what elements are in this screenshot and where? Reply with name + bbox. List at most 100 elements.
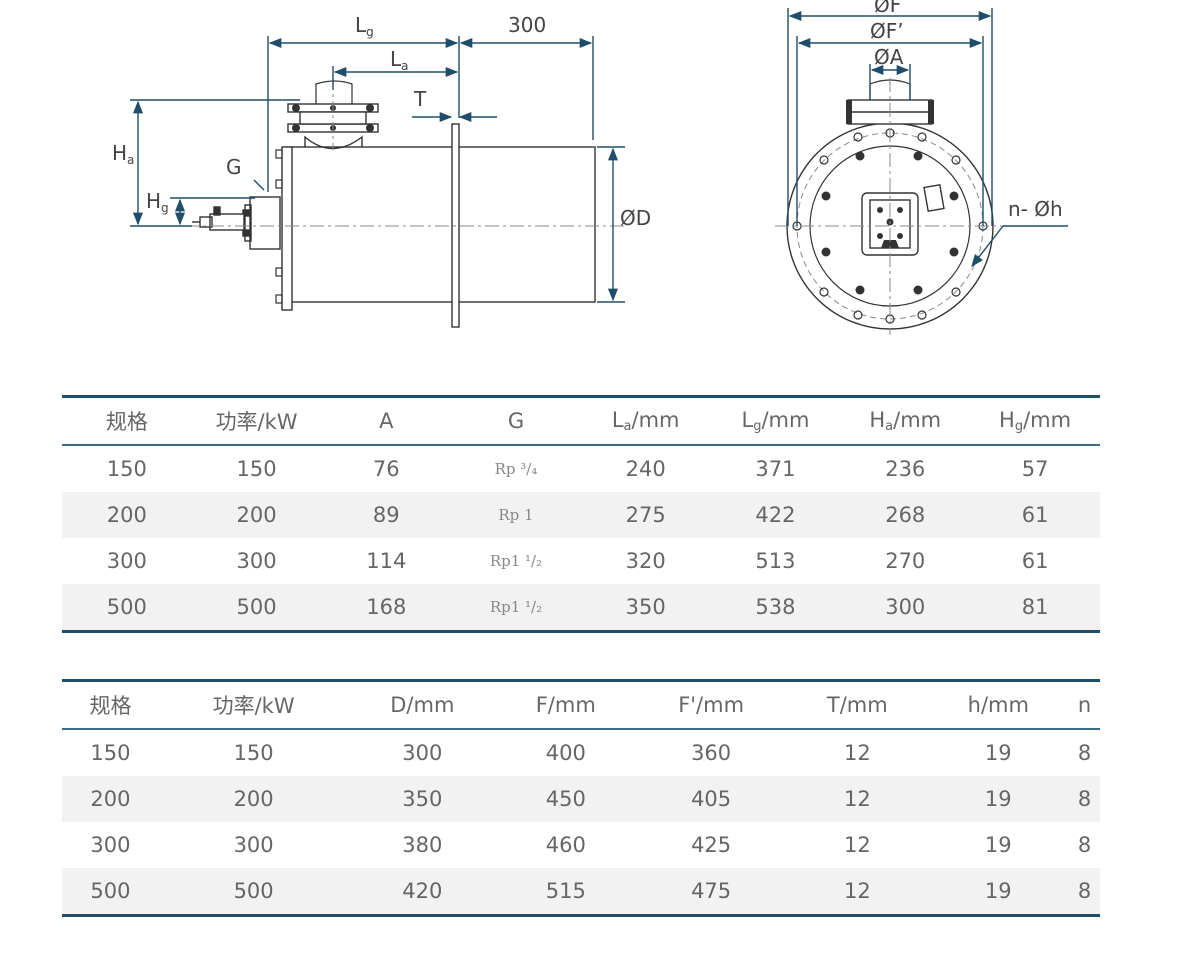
- cell-n: 8: [1077, 879, 1092, 903]
- cell-la: 350: [625, 595, 666, 619]
- cell-f2: 425: [691, 833, 732, 857]
- cell-lg: 513: [755, 549, 796, 573]
- label-nh: n- Øh: [1008, 197, 1063, 221]
- side-dimensions: [130, 36, 625, 303]
- cell-a: 114: [366, 549, 407, 573]
- header-d: D/mm: [390, 693, 455, 717]
- cell-t: 12: [843, 879, 871, 903]
- cell-spec: 200: [106, 503, 147, 527]
- cell-g: Rp ³/₄: [494, 460, 538, 478]
- cell-hg: 61: [1021, 503, 1049, 527]
- label-lg: Lg: [355, 13, 374, 39]
- table-header-row: 规格 功率/kW A G La/mm Lg/mm Ha/mm Hg/mm: [62, 396, 1100, 445]
- cell-d: 380: [402, 833, 443, 857]
- label-ha: Ha: [112, 141, 134, 167]
- cell-hg: 57: [1021, 457, 1049, 481]
- cell-t: 12: [843, 741, 871, 765]
- cell-lg: 371: [755, 457, 796, 481]
- cell-lg: 538: [755, 595, 796, 619]
- label-hg: Hg: [146, 189, 169, 215]
- label-d: ØD: [620, 206, 651, 230]
- label-f2: ØF’: [870, 19, 904, 43]
- cell-ha: 268: [885, 503, 926, 527]
- spec-table-flange: 规格 功率/kW D/mm F/mm F'/mm T/mm h/mm n 150…: [62, 679, 1100, 917]
- cell-power: 150: [233, 741, 274, 765]
- header-spec: 规格: [105, 410, 148, 434]
- header-a: A: [379, 409, 394, 433]
- header-lg: Lg/mm: [741, 408, 810, 434]
- header-ha: Ha/mm: [869, 408, 942, 434]
- table-row: 150 150 76 Rp ³/₄ 240 371 236 57: [62, 445, 1100, 492]
- cell-h: 19: [984, 833, 1012, 857]
- cell-d: 350: [402, 787, 443, 811]
- cell-d: 300: [402, 741, 443, 765]
- end-labels: ØF ØF’ ØA n- Øh: [870, 0, 1063, 221]
- cell-f2: 475: [691, 879, 732, 903]
- cell-power: 150: [236, 457, 277, 481]
- cell-spec: 200: [90, 787, 131, 811]
- table-header-row: 规格 功率/kW D/mm F/mm F'/mm T/mm h/mm n: [62, 680, 1100, 729]
- cell-spec: 300: [106, 549, 147, 573]
- label-300: 300: [508, 13, 546, 37]
- header-spec: 规格: [89, 694, 132, 718]
- end-dimensions: [787, 8, 1068, 267]
- cell-g: Rp1 ¹/₂: [489, 598, 543, 616]
- cell-power: 500: [233, 879, 274, 903]
- cell-a: 168: [366, 595, 407, 619]
- cell-a: 89: [372, 503, 400, 527]
- table-row: 200 200 89 Rp 1 275 422 268 61: [62, 492, 1100, 538]
- header-power: 功率/kW: [212, 694, 295, 718]
- side-view: [185, 80, 625, 328]
- cell-t: 12: [843, 787, 871, 811]
- spec-table-dimensions: 规格 功率/kW A G La/mm Lg/mm Ha/mm Hg/mm 150…: [62, 395, 1100, 633]
- header-la: La/mm: [611, 408, 680, 434]
- label-f: ØF: [874, 0, 901, 17]
- cell-ha: 300: [885, 595, 926, 619]
- cell-d: 420: [402, 879, 443, 903]
- cell-f: 460: [545, 833, 586, 857]
- side-labels: Lg 300 La T Ha G Hg ØD: [112, 13, 651, 230]
- cell-power: 300: [236, 549, 277, 573]
- cell-hg: 81: [1021, 595, 1049, 619]
- cell-g: Rp1 ¹/₂: [489, 552, 543, 570]
- cell-power: 500: [236, 595, 277, 619]
- cell-spec: 500: [90, 879, 131, 903]
- rear-cover-plate: [281, 146, 293, 311]
- cell-spec: 150: [90, 741, 131, 765]
- cell-n: 8: [1077, 787, 1092, 811]
- label-g: G: [226, 155, 242, 179]
- cell-la: 275: [625, 503, 666, 527]
- cell-lg: 422: [755, 503, 796, 527]
- header-power: 功率/kW: [215, 410, 298, 434]
- cell-ha: 236: [885, 457, 926, 481]
- header-n: n: [1077, 693, 1092, 717]
- cell-la: 240: [625, 457, 666, 481]
- header-hg: Hg/mm: [999, 408, 1072, 434]
- cell-h: 19: [984, 879, 1012, 903]
- table-row: 150 150 300 400 360 12 19 8: [62, 729, 1100, 776]
- cell-la: 320: [625, 549, 666, 573]
- table-row: 300 300 380 460 425 12 19 8: [62, 822, 1100, 868]
- cell-a: 76: [372, 457, 400, 481]
- heater-body: [289, 146, 596, 303]
- cell-n: 8: [1077, 741, 1092, 765]
- cell-h: 19: [984, 741, 1012, 765]
- cell-ha: 270: [885, 549, 926, 573]
- end-view: [775, 78, 1005, 335]
- label-a: ØA: [874, 45, 904, 69]
- cell-f: 400: [545, 741, 586, 765]
- table-row: 500 500 168 Rp1 ¹/₂ 350 538 300 81: [62, 584, 1100, 632]
- technical-drawing: Lg 300 La T Ha G Hg ØD: [112, 0, 1068, 335]
- cell-f2: 360: [691, 741, 732, 765]
- cell-power: 300: [233, 833, 274, 857]
- cell-power: 200: [236, 503, 277, 527]
- table-row: 300 300 114 Rp1 ¹/₂ 320 513 270 61: [62, 538, 1100, 584]
- label-t: T: [413, 87, 427, 111]
- cell-t: 12: [843, 833, 871, 857]
- cell-spec: 500: [106, 595, 147, 619]
- header-t: T/mm: [826, 693, 888, 717]
- label-la: La: [390, 47, 409, 73]
- table-row: 500 500 420 515 475 12 19 8: [62, 868, 1100, 916]
- table-row: 200 200 350 450 405 12 19 8: [62, 776, 1100, 822]
- cell-n: 8: [1077, 833, 1092, 857]
